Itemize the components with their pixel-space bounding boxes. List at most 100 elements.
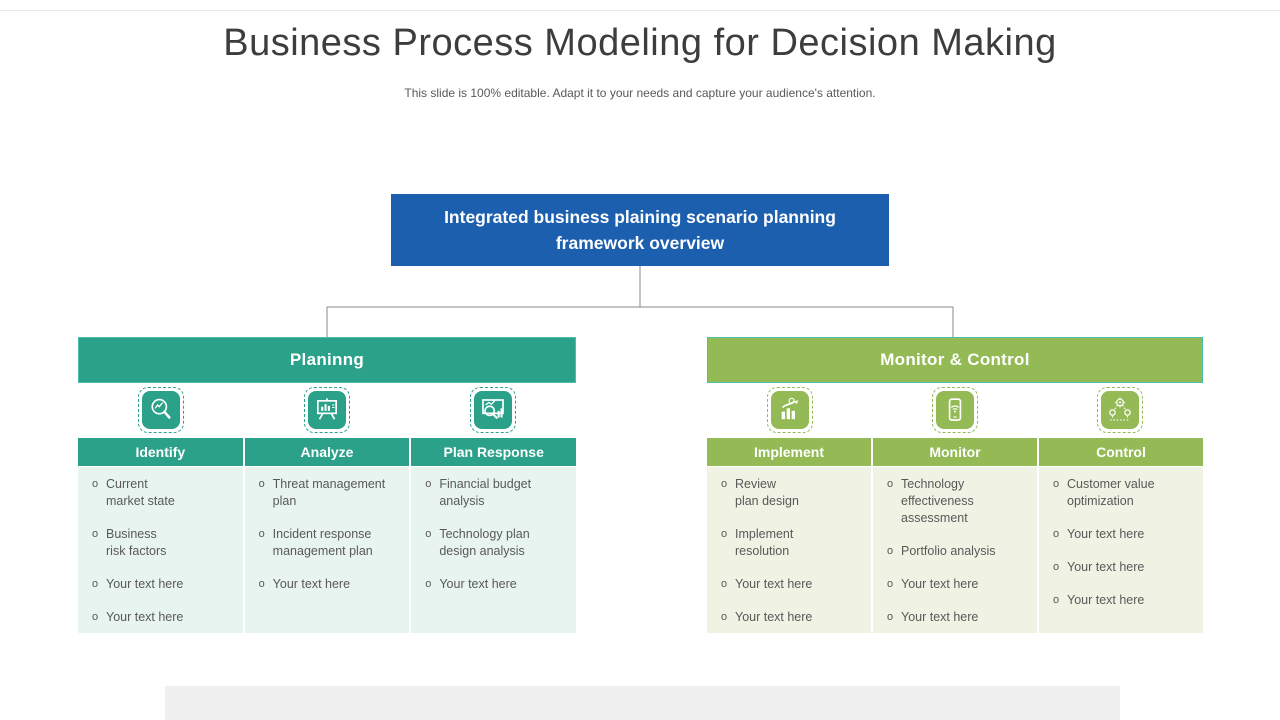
bullet-marker: o bbox=[720, 610, 728, 623]
list-item: o Current market state bbox=[84, 476, 239, 510]
list-item: o Customer value optimization bbox=[1045, 476, 1199, 510]
planning-group-label: Planinng bbox=[289, 350, 365, 369]
list-item-text: Your text here bbox=[106, 609, 184, 624]
list-item: o Threat management plan bbox=[251, 476, 406, 510]
list-item-text: Implement resolution bbox=[735, 526, 794, 558]
bullet-marker: o bbox=[258, 478, 265, 490]
mobile-wifi-icon[interactable] bbox=[931, 387, 978, 433]
mobile-wifi-icon-tile bbox=[935, 391, 974, 429]
list-item: o Business risk factors bbox=[84, 526, 239, 560]
list-item-text: Technology effectiveness assessment bbox=[901, 477, 974, 525]
column-header-implement: Implement bbox=[707, 438, 871, 466]
list-item-text: Portfolio analysis bbox=[901, 543, 996, 558]
bullet-marker: o bbox=[1052, 527, 1060, 540]
icon-cell bbox=[78, 383, 244, 437]
root-node-label: Integrated business plaining scenario pl… bbox=[444, 206, 836, 253]
bullet-marker: o bbox=[886, 610, 894, 623]
icon-cell bbox=[872, 383, 1037, 437]
presentation-chart-icon[interactable] bbox=[304, 387, 350, 433]
bullet-marker: o bbox=[258, 527, 265, 540]
monitor-control-group-header[interactable]: Monitor & Control bbox=[707, 337, 1203, 383]
list-item-text: Business risk factors bbox=[106, 526, 167, 558]
list-item: o Your text here bbox=[417, 576, 572, 593]
icon-cell bbox=[1038, 383, 1203, 437]
bullet-marker: o bbox=[258, 577, 265, 590]
list-item: o Your text here bbox=[84, 609, 239, 626]
page-subtitle: This slide is 100% editable. Adapt it to… bbox=[404, 86, 876, 100]
bullet-marker: o bbox=[1052, 593, 1060, 606]
list-item: o Your text here bbox=[1045, 526, 1199, 543]
planning-icon-row bbox=[78, 383, 576, 437]
growth-chart-icon[interactable] bbox=[766, 387, 813, 433]
planning-group-header[interactable]: Planinng bbox=[78, 337, 576, 383]
search-trend-icon[interactable] bbox=[138, 387, 184, 433]
list-item: o Your text here bbox=[251, 576, 406, 593]
bullet-marker: o bbox=[1052, 560, 1060, 573]
column-header-monitor: Monitor bbox=[873, 438, 1037, 466]
list-item: o Your text here bbox=[713, 609, 867, 626]
column-header-identify: Identify bbox=[78, 438, 243, 466]
list-item-text: Your text here bbox=[1067, 526, 1145, 541]
column-header-control: Control bbox=[1039, 438, 1203, 466]
process-automation-icon-tile bbox=[1101, 391, 1140, 429]
bullet-marker: o bbox=[91, 610, 99, 623]
growth-chart-icon-tile bbox=[770, 391, 809, 429]
slide-top-divider bbox=[0, 10, 1280, 11]
icon-cell bbox=[244, 383, 410, 437]
screen-analysis-icon[interactable] bbox=[470, 387, 516, 433]
bullet-marker: o bbox=[886, 577, 894, 590]
bullet-marker: o bbox=[425, 527, 432, 540]
root-node[interactable]: Integrated business plaining scenario pl… bbox=[391, 194, 889, 266]
monitor-control-group-label: Monitor & Control bbox=[880, 350, 1030, 369]
bullet-marker: o bbox=[720, 577, 728, 590]
bullet-marker: o bbox=[1052, 478, 1060, 490]
bullet-marker: o bbox=[91, 527, 99, 540]
search-trend-icon-tile bbox=[142, 391, 180, 429]
bullet-marker: o bbox=[91, 478, 99, 490]
column-header-analyze: Analyze bbox=[244, 438, 410, 466]
list-item-text: Threat management plan bbox=[272, 477, 386, 508]
list-item-text: Incident response management plan bbox=[272, 526, 373, 558]
list-item-text: Your text here bbox=[106, 576, 184, 591]
list-item-text: Customer value optimization bbox=[1067, 477, 1155, 508]
list-item: o Review plan design bbox=[713, 476, 867, 510]
bullet-marker: o bbox=[425, 478, 432, 490]
column-header-plan-response: Plan Response bbox=[411, 438, 577, 466]
list-item: o Incident response management plan bbox=[251, 526, 406, 560]
list-item: o Technology effectiveness assessment bbox=[879, 476, 1033, 527]
next-slide-preview bbox=[165, 686, 1120, 720]
list-item-text: Your text here bbox=[272, 576, 351, 591]
icon-cell bbox=[410, 383, 576, 437]
icon-cell bbox=[707, 383, 872, 437]
list-item-text: Review plan design bbox=[735, 477, 799, 508]
list-item-text: Current market state bbox=[106, 477, 175, 508]
bullet-marker: o bbox=[720, 478, 728, 490]
bullet-marker: o bbox=[886, 478, 894, 490]
process-automation-icon[interactable] bbox=[1097, 387, 1144, 433]
list-item-text: Your text here bbox=[439, 576, 517, 591]
list-item-text: Your text here bbox=[735, 609, 813, 624]
bullet-marker: o bbox=[425, 577, 432, 590]
